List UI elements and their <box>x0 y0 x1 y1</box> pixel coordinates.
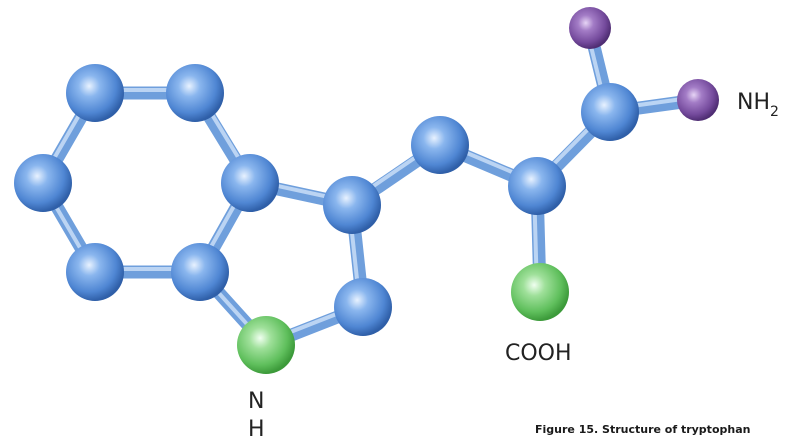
carbon-atom <box>508 157 566 215</box>
carbon-atom <box>221 154 279 212</box>
carbon-atom <box>66 64 124 122</box>
carbon-atom <box>166 64 224 122</box>
carbon-atom <box>411 116 469 174</box>
carbon-atom <box>323 176 381 234</box>
ring-h-label: H <box>248 417 265 440</box>
carboxyl-label: COOH <box>505 341 572 366</box>
carboxyl-atom <box>511 263 569 321</box>
carbon-atom <box>14 154 72 212</box>
hydrogen-atom <box>569 7 611 49</box>
carbon-atom <box>171 243 229 301</box>
labels: NH2 COOH N H <box>248 90 779 440</box>
carbon-atom <box>66 243 124 301</box>
atoms <box>14 7 719 374</box>
amine-atom <box>677 79 719 121</box>
ring-n-label: N <box>248 389 264 414</box>
carbon-atom <box>581 83 639 141</box>
amine-label: NH2 <box>737 90 779 120</box>
carbon-atom <box>334 278 392 336</box>
ring-nitrogen-atom <box>237 316 295 374</box>
figure-caption: Figure 15. Structure of tryptophan <box>535 423 751 436</box>
